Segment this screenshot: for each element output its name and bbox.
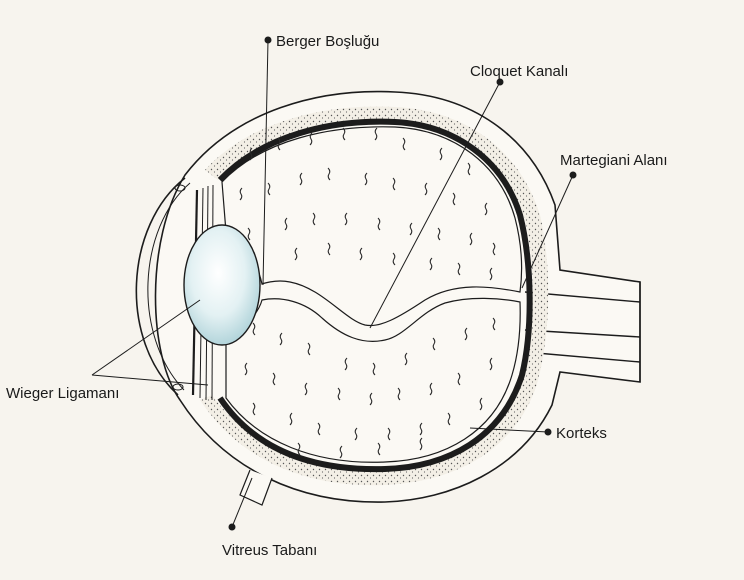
lens (184, 225, 260, 345)
label-wieger-ligament: Wieger Ligamanı (6, 385, 119, 402)
label-cortex: Korteks (556, 425, 607, 442)
label-berger-space: Berger Boşluğu (276, 33, 379, 50)
label-cloquet-canal: Cloquet Kanalı (470, 63, 568, 80)
label-vitreous-base: Vitreus Tabanı (222, 542, 317, 559)
label-martegiani-area: Martegiani Alanı (560, 152, 668, 169)
